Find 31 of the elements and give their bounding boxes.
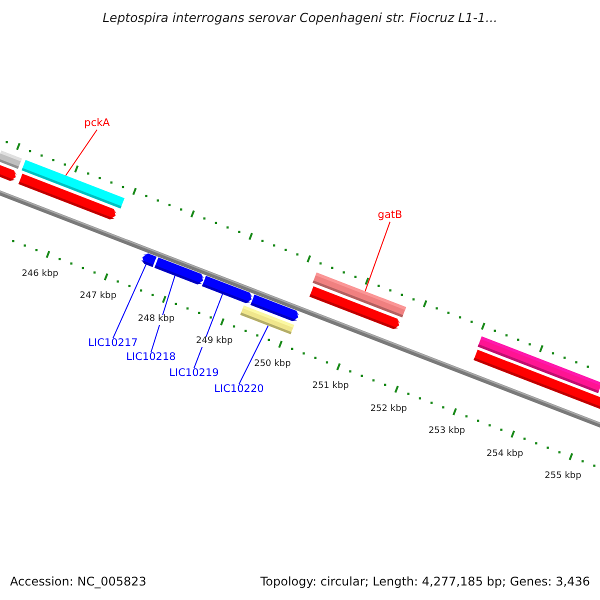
gene-label: gatB [378, 210, 402, 222]
leader-line [112, 264, 147, 339]
scale-label: 254 kbp [486, 450, 524, 460]
gene-label: pckA [84, 118, 110, 130]
accession-text: Accession: NC_005823 [10, 575, 146, 589]
gene-feature [141, 254, 157, 267]
leader-line [238, 325, 269, 385]
scale-label: 246 kbp [22, 270, 58, 280]
gene-block [240, 306, 294, 334]
gene-feature [474, 350, 600, 410]
gene-feature [202, 276, 252, 304]
gene-feature [18, 174, 116, 220]
gene-label: LIC10219 [169, 368, 219, 380]
scale-label: 250 kbp [254, 360, 291, 370]
gene-feature [154, 257, 204, 284]
scale-label: 249 kbp [196, 337, 233, 348]
gene-label: LIC10217 [88, 338, 138, 350]
gene-label: LIC10220 [214, 384, 264, 396]
gene-feature [309, 286, 400, 330]
genome-info-text: Topology: circular; Length: 4,277,185 bp; Genes: 3,436 [260, 575, 590, 589]
scale-label: 253 kbp [428, 427, 466, 438]
scale-label: 247 kbp [80, 292, 116, 302]
scale-label: 251 kbp [312, 382, 349, 392]
scale-label: 248 kbp [138, 314, 175, 325]
scale-label: 255 kbp [544, 472, 582, 482]
leader-line [65, 129, 98, 176]
title: Leptospira interrogans serovar Copenhageni str. Fiocruz L1-1... [102, 11, 498, 25]
scale-label: 252 kbp [370, 404, 408, 415]
gene-label: LIC10218 [126, 352, 176, 364]
gene-block [0, 150, 22, 169]
leader-line [364, 221, 390, 292]
